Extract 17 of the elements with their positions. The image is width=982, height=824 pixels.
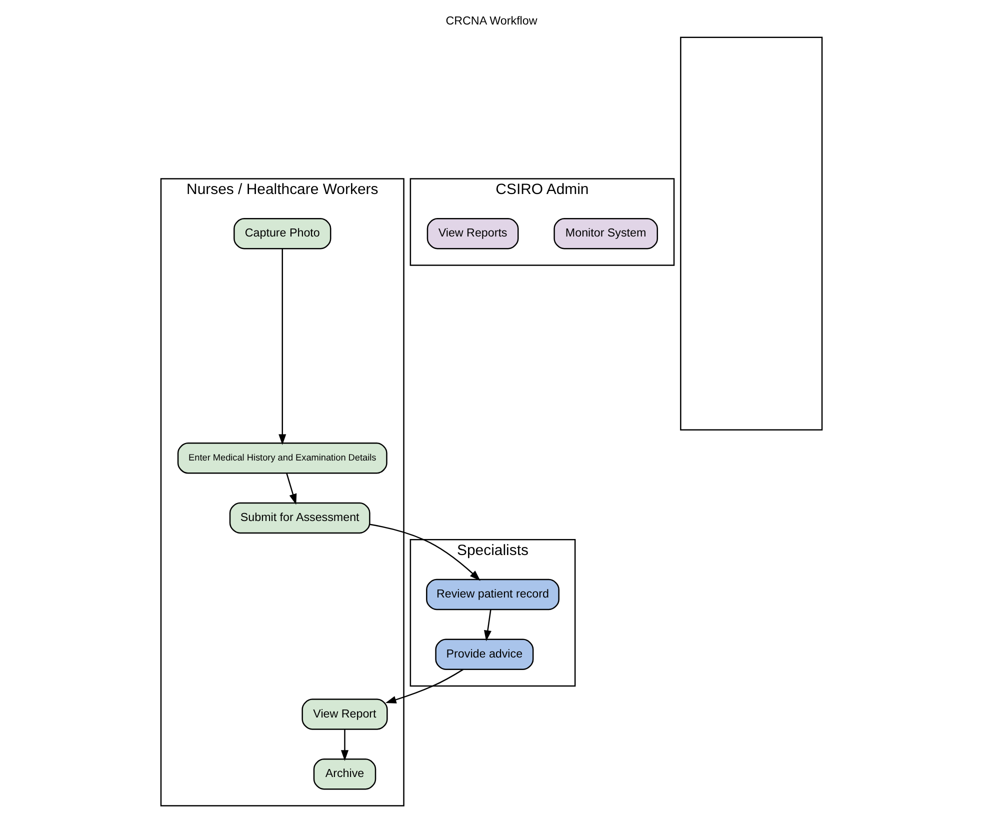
node-box: Archive <box>312 758 376 790</box>
node-box: Submit for Assessment <box>228 502 370 534</box>
node-box: View Reports <box>426 218 518 250</box>
diagram-title: CRCNA Workflow <box>445 14 537 28</box>
arrow <box>278 248 286 446</box>
arrow <box>384 668 464 704</box>
arrow <box>340 729 348 761</box>
arrow <box>483 610 491 642</box>
node-box: Provide advice <box>434 638 534 670</box>
arrow <box>369 524 480 581</box>
node-box <box>680 36 822 430</box>
node-box: Review patient record <box>426 578 559 610</box>
node-box: Capture Photo <box>233 218 331 250</box>
node-box: Enter Medical History and Examination Details <box>176 442 387 474</box>
node-box: View Report <box>301 698 388 730</box>
node-box: Monitor System <box>553 218 658 250</box>
arrow <box>286 473 296 505</box>
